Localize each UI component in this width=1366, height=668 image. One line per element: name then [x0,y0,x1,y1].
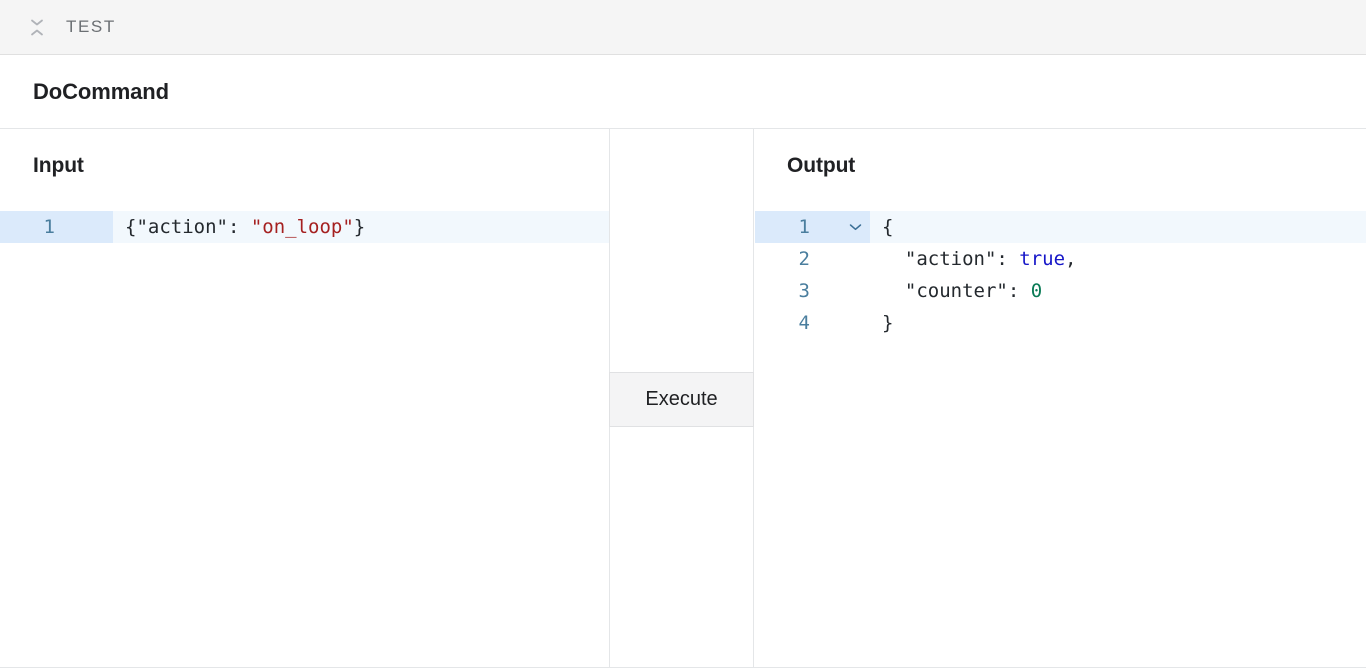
input-code-editor[interactable]: 1{"action": "on_loop"} [0,211,609,243]
code-token: {"action": [125,216,251,238]
code-line-text: { [870,211,1366,243]
code-token: "counter": [882,280,1031,302]
code-token: 0 [1030,280,1043,302]
code-line[interactable]: 1{ [755,211,1366,243]
code-token: "action": [882,248,1020,270]
code-token: } [882,312,894,334]
chevron-down-icon[interactable] [849,211,862,243]
code-token: } [353,216,366,238]
code-line[interactable]: 3 "counter": 0 [755,275,1366,307]
line-number: 2 [798,248,810,270]
input-pane-label: Input [33,154,84,177]
input-pane: Input 1{"action": "on_loop"} [0,129,609,667]
line-number: 1 [755,211,870,243]
command-header: DoCommand [0,55,1366,129]
test-bar: TEST [0,0,1366,55]
code-line[interactable]: 4} [755,307,1366,339]
line-number: 3 [798,280,810,302]
code-token: true [1019,248,1066,270]
command-body: Input 1{"action": "on_loop"} Execute Out… [0,129,1366,668]
code-line-text: "action": true, [870,243,1366,275]
output-pane-label: Output [787,154,856,177]
code-line-text: } [870,307,1366,339]
command-title: DoCommand [33,78,169,104]
output-pane: Output 1{2 "action": true,3 "counter": 0… [755,129,1366,667]
code-token: , [1065,248,1077,270]
middle-pane: Execute [609,129,754,667]
code-token: "on_loop" [250,216,354,238]
code-token: { [882,216,894,238]
line-number: 1 [0,211,113,243]
code-line[interactable]: 1{"action": "on_loop"} [0,211,609,243]
test-bar-label: TEST [66,17,116,36]
execute-button[interactable]: Execute [609,372,754,427]
line-number: 4 [798,312,810,334]
code-line-text: {"action": "on_loop"} [113,211,609,243]
collapse-chevrons-icon[interactable] [26,16,48,38]
code-line[interactable]: 2 "action": true, [755,243,1366,275]
code-line-text: "counter": 0 [870,275,1366,307]
